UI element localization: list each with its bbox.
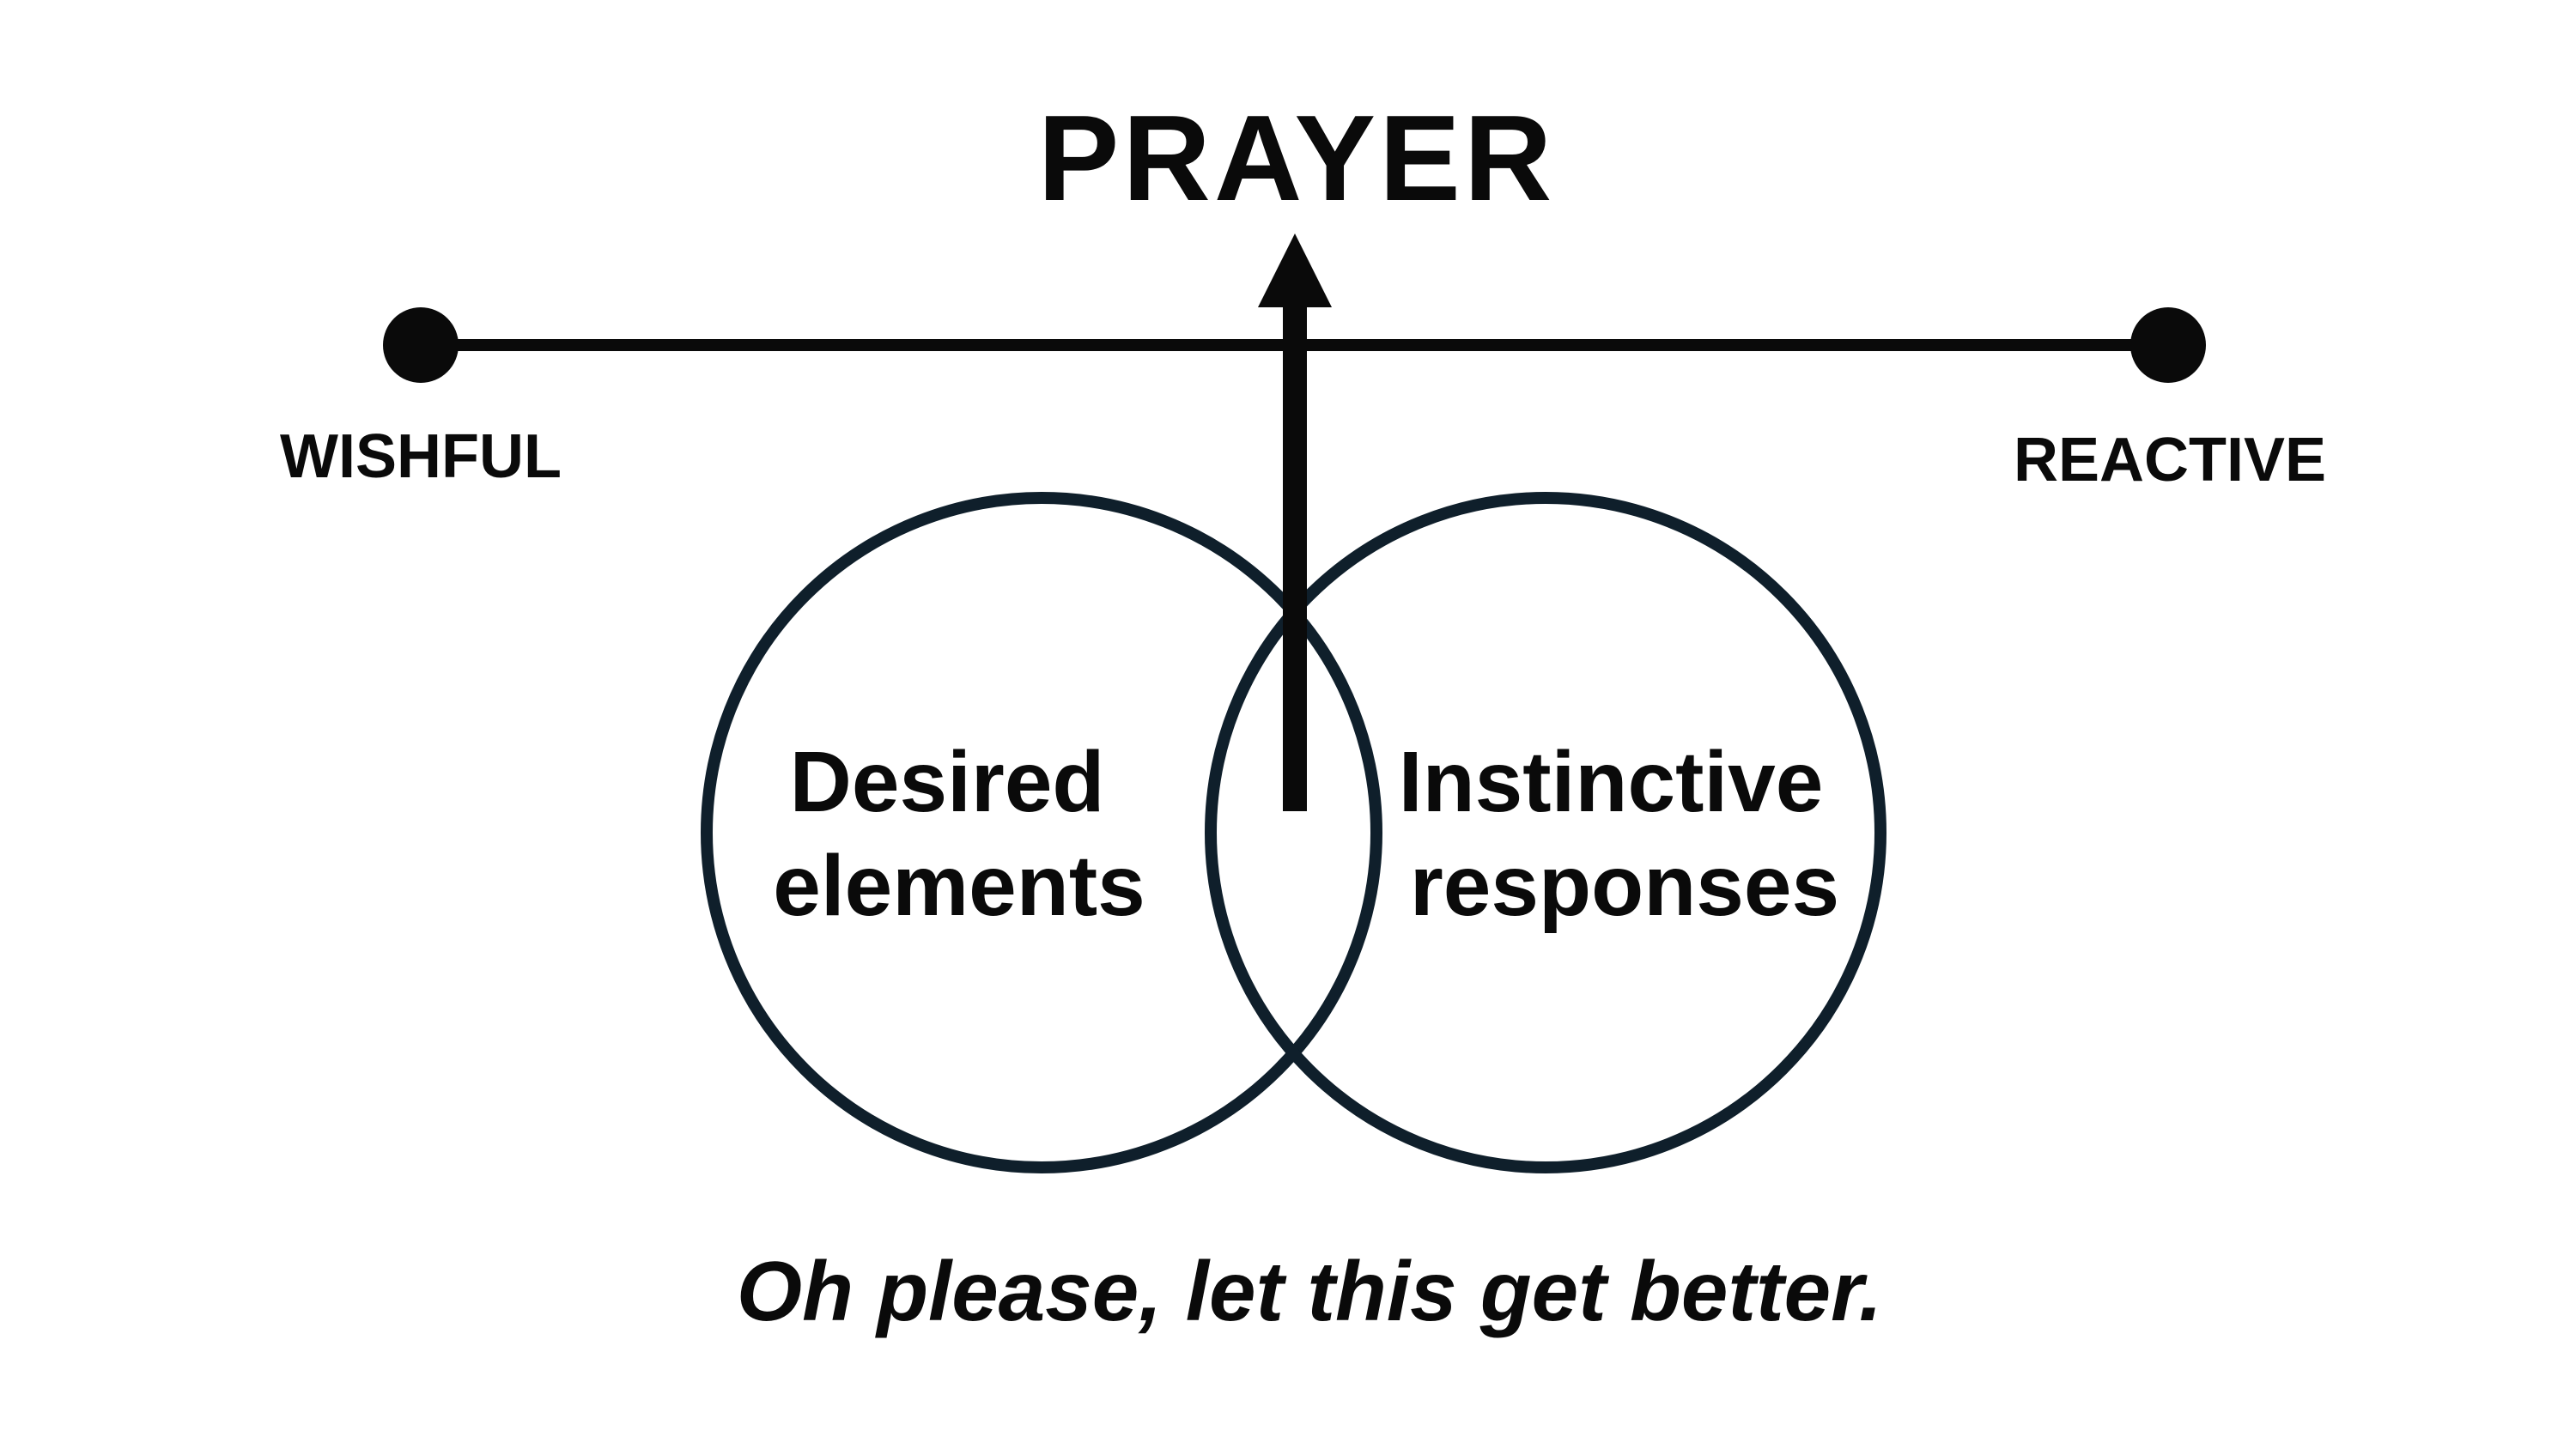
left-circle-label-line2: elements [773,838,1145,934]
right-circle-label: Instinctive responses [1399,734,1847,934]
spectrum-right-endpoint [2130,307,2206,383]
right-circle-label-line1: Instinctive [1399,734,1824,830]
spectrum-left-endpoint [383,307,459,383]
venn-circle-right [1205,492,1886,1173]
left-circle-label-line1: Desired [790,734,1105,830]
arrow-head-icon [1258,233,1332,307]
venn-circle-left [701,492,1382,1173]
arrow-shaft [1283,296,1307,811]
spectrum-left-label: WISHFUL [280,422,562,491]
right-circle-label-line2: responses [1410,838,1839,934]
left-circle-label: Desired elements [773,734,1145,934]
diagram-title: PRAYER [1038,90,1556,227]
spectrum-right-label: REACTIVE [2014,426,2326,494]
prayer-quote: Oh please, let this get better. [737,1244,1882,1338]
